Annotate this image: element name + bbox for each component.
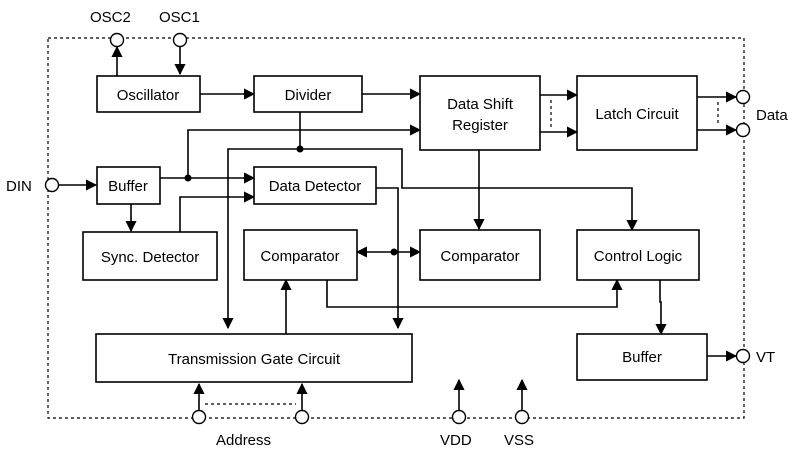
- control-logic-label: Control Logic: [594, 248, 683, 265]
- comparator-right-label: Comparator: [440, 248, 519, 265]
- wire-divider-to-control-logic: [300, 148, 638, 232]
- oscillator-label: Oscillator: [117, 87, 180, 104]
- osc1-pin: [172, 32, 188, 48]
- buffer-in-block: Buffer: [96, 166, 161, 205]
- data-pin-1: [735, 89, 751, 105]
- wire-detector-to-transmission-gate: [376, 187, 404, 330]
- wire-control-to-buffer: [655, 280, 667, 336]
- osc2-pin: [109, 32, 125, 48]
- shift-register-block: Data Shift Register: [419, 75, 541, 151]
- shift-register-label-2: Register: [452, 117, 508, 134]
- junction-dot: [296, 145, 304, 153]
- transmission-gate-block: Transmission Gate Circuit: [95, 333, 413, 383]
- wire-divider-to-transmission-gate: [222, 148, 300, 330]
- oscillator-block: Oscillator: [96, 75, 201, 113]
- wire-sync-to-data-detector: [179, 191, 256, 232]
- buffer-out-label: Buffer: [622, 349, 662, 366]
- data-detector-label: Data Detector: [269, 178, 362, 195]
- comparator-left-label: Comparator: [260, 248, 339, 265]
- chip-boundary: [47, 37, 745, 419]
- vdd-label: VDD: [440, 432, 472, 449]
- control-logic-block: Control Logic: [576, 229, 700, 281]
- address-pin-1: [191, 409, 207, 425]
- address-label: Address: [216, 432, 271, 449]
- data-detector-block: Data Detector: [253, 166, 377, 205]
- shift-register-label-1: Data Shift: [447, 96, 514, 113]
- osc2-label: OSC2: [90, 9, 131, 26]
- data-label: Data: [756, 107, 788, 124]
- vt-pin: [735, 348, 751, 364]
- divider-label: Divider: [285, 87, 332, 104]
- buffer-out-block: Buffer: [576, 333, 708, 381]
- sync-detector-label: Sync. Detector: [101, 249, 199, 266]
- address-pin-2: [294, 409, 310, 425]
- vdd-pin: [451, 409, 467, 425]
- din-label: DIN: [6, 178, 32, 195]
- divider-block: Divider: [253, 75, 363, 113]
- latch-label: Latch Circuit: [595, 106, 679, 123]
- wire-comparator-to-control-logic: [326, 278, 623, 308]
- vt-label: VT: [756, 349, 775, 366]
- comparator-right-block: Comparator: [419, 229, 541, 281]
- wire-buffer-to-shift-register: [187, 124, 422, 178]
- din-pin: [44, 177, 60, 193]
- vss-label: VSS: [504, 432, 534, 449]
- comparator-left-block: Comparator: [243, 229, 358, 281]
- osc1-label: OSC1: [159, 9, 200, 26]
- buffer-in-label: Buffer: [108, 178, 148, 195]
- vss-pin: [514, 409, 530, 425]
- data-pin-2: [735, 122, 751, 138]
- transmission-gate-label: Transmission Gate Circuit: [168, 351, 341, 368]
- junction-dot: [184, 174, 192, 182]
- sync-detector-block: Sync. Detector: [82, 231, 218, 281]
- latch-block: Latch Circuit: [576, 75, 698, 151]
- junction-dot: [390, 248, 398, 256]
